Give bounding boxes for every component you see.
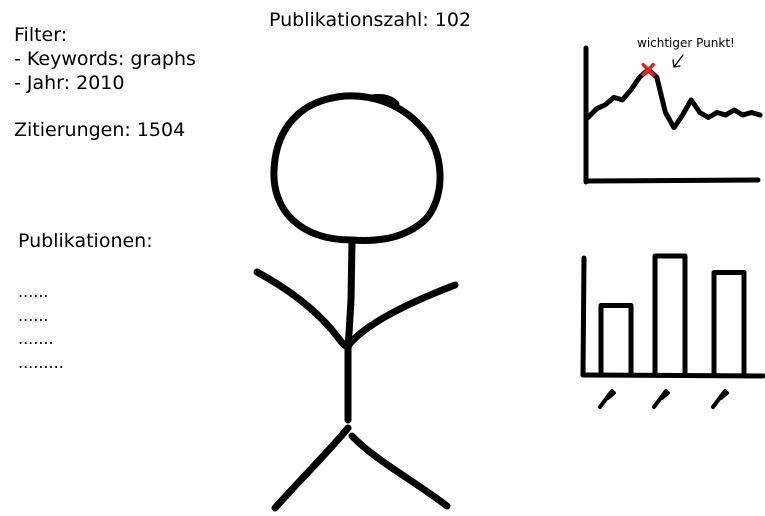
bar-ticks <box>598 389 729 409</box>
publication-count: Publikationszahl: 102 <box>269 9 472 31</box>
citation-count: Zitierungen: 1504 <box>14 119 186 141</box>
bar-chart <box>580 253 765 409</box>
publications-heading: Publikationen: <box>18 230 153 252</box>
bar-series <box>598 253 747 374</box>
bar <box>711 270 747 374</box>
filter-year: - Jahr: 2010 <box>14 72 125 94</box>
annotation-arrow <box>672 54 684 68</box>
stick-figure-icon <box>253 92 459 512</box>
highlight-marker <box>641 62 655 77</box>
bar-tick-label <box>711 389 729 409</box>
bar-tick-label <box>652 389 670 409</box>
list-item[interactable]: ...... <box>18 305 49 325</box>
line-annotation: wichtiger Punkt! <box>637 36 735 50</box>
line-series <box>585 67 763 131</box>
list-item[interactable]: ...... <box>18 282 49 301</box>
publication-list: ...... ...... ....... ......... <box>18 280 64 374</box>
line-chart: wichtiger Punkt! <box>583 36 763 185</box>
figure-head <box>270 92 444 244</box>
figure-legs <box>271 424 451 512</box>
highlight-point <box>641 62 655 77</box>
list-item[interactable]: ......... <box>18 352 64 372</box>
list-item[interactable]: ....... <box>18 329 54 348</box>
filter-keywords: - Keywords: graphs <box>14 48 196 70</box>
bar <box>652 253 688 374</box>
bar-tick-label <box>598 389 616 409</box>
filter-title: Filter: <box>14 24 68 46</box>
figure-body <box>344 237 356 424</box>
bar-chart-y-axis <box>580 255 587 378</box>
bar <box>598 303 634 374</box>
bar-chart-x-axis <box>580 372 765 379</box>
line-chart-x-axis <box>583 177 761 184</box>
figure-arms <box>253 268 459 350</box>
